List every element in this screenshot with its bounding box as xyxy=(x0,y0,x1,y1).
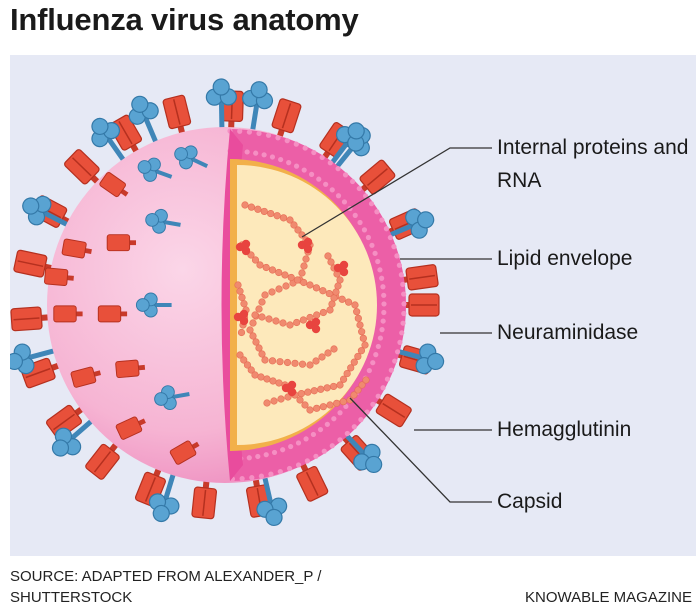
neuraminidase-spike xyxy=(392,343,445,375)
capsid-interior xyxy=(237,165,377,445)
neuraminidase-spike xyxy=(91,117,128,164)
rna-strand xyxy=(251,252,344,329)
rna-strand xyxy=(236,351,370,414)
hemagglutinin-surface xyxy=(61,238,92,259)
internal-protein xyxy=(233,309,249,326)
hemagglutinin-surface xyxy=(115,416,146,440)
rna-strand xyxy=(234,281,250,337)
source-credit: SOURCE: ADAPTED FROM ALEXANDER_P / SHUTT… xyxy=(10,566,410,608)
neuraminidase-surface xyxy=(135,292,172,318)
internal-protein xyxy=(235,239,251,256)
neuraminidase-spike xyxy=(148,470,180,523)
internal-protein xyxy=(305,317,321,334)
neuraminidase-spike xyxy=(256,473,288,527)
label-internal-proteins-text: Internal proteins and RNA xyxy=(497,136,689,192)
source-line-2: SHUTTERSTOCK xyxy=(10,589,133,606)
label-capsid: Capsid xyxy=(497,490,563,513)
neuraminidase-spike xyxy=(205,78,237,132)
neuraminidase-spike xyxy=(341,430,383,474)
neuraminidase-surface xyxy=(174,145,209,170)
source-line-1: SOURCE: ADAPTED FROM ALEXANDER_P / xyxy=(10,568,322,585)
hemagglutinin-surface xyxy=(99,172,129,198)
neuraminidase-spike xyxy=(10,343,58,375)
hemagglutinin-spike xyxy=(45,403,88,440)
internal-protein xyxy=(281,380,297,397)
neuraminidase-spike xyxy=(384,208,435,240)
page-title: Influenza virus anatomy xyxy=(10,2,359,37)
label-lipid-envelope: Lipid envelope xyxy=(497,247,633,270)
hemagglutinin-spike xyxy=(394,264,439,291)
hemagglutinin-surface xyxy=(97,305,128,323)
hemagglutinin-surface xyxy=(70,366,102,388)
neuraminidase-spike xyxy=(22,195,72,229)
neuraminidase-spike xyxy=(242,81,274,134)
internal-protein xyxy=(297,237,313,254)
neuraminidase-surface xyxy=(137,157,173,182)
leader-line xyxy=(301,147,492,238)
neuraminidase-spike xyxy=(51,417,96,457)
label-internal-proteins: Internal proteins and RNA xyxy=(497,131,692,197)
label-neuraminidase: Neuraminidase xyxy=(497,321,639,344)
neuraminidase-spike xyxy=(327,122,365,168)
leader-line xyxy=(349,397,492,503)
neuraminidase-spike xyxy=(128,95,160,146)
internal-protein xyxy=(333,260,349,277)
publisher-credit: KNOWABLE MAGAZINE xyxy=(525,589,692,606)
diagram-panel: Internal proteins and RNA Lipid envelope… xyxy=(10,55,696,556)
virus-illustration xyxy=(10,78,492,527)
hemagglutinin-surface xyxy=(169,440,200,465)
hemagglutinin-surface xyxy=(44,267,74,286)
neuraminidase-surface xyxy=(154,385,190,411)
label-hemagglutinin: Hemagglutinin xyxy=(497,418,632,441)
hemagglutinin-surface xyxy=(106,234,136,252)
hemagglutinin-surface xyxy=(115,359,146,379)
hemagglutinin-surface xyxy=(53,305,83,323)
hemagglutinin-spike xyxy=(296,458,329,502)
neuraminidase-surface xyxy=(145,208,181,234)
